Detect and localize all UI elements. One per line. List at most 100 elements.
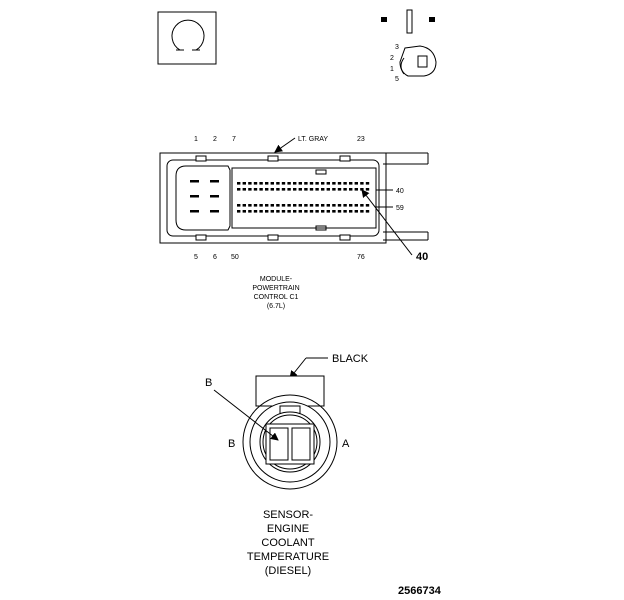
sensor-connector: BLACK B B A SENSOR- ENGINE COOLANT TEMPE… [205,353,369,577]
side-label-59: 59 [396,205,404,212]
pin-cavity [360,210,364,213]
pin-cavity [315,188,319,191]
pin-label-1: 1 [194,136,198,143]
pin-cavity [354,182,358,185]
pin-cavity [309,182,314,185]
pin-cavity [326,182,330,185]
pcm-caption-line-4: (6.7L) [267,303,285,310]
pin-label-7: 7 [232,136,236,143]
lock-number-1: 1 [390,66,394,73]
pin-cavity [337,204,342,207]
pin-cavity [293,182,297,185]
small-cavities [237,182,370,213]
pin-cavity [360,182,364,185]
pin-cavity [332,188,336,191]
pin-cavity [332,204,336,207]
sensor-caption-line-5: (DIESEL) [265,565,311,577]
pin-cavity [354,210,358,213]
pin-label-6: 6 [213,254,217,261]
pin-cavity [248,182,252,185]
pin-cavity [326,188,330,191]
pin-cavity [337,210,342,213]
pin-cavity [242,210,246,213]
pin-cavity [265,204,269,207]
pin-label-2: 2 [213,136,217,143]
pin-cavity [304,182,308,185]
pin-cavity [360,204,364,207]
pin-cavity [304,188,308,191]
pcm-caption-line-3: CONTROL C1 [254,294,299,301]
sensor-caption: SENSOR- ENGINE COOLANT TEMPERATURE (DIES… [247,509,329,577]
pin-cavity [253,204,258,207]
pin-cavity [343,204,347,207]
pin-cavity [242,182,246,185]
pin-cavity [293,188,297,191]
sensor-caption-line-1: SENSOR- [263,509,313,521]
pin-cavity [321,210,325,213]
pin-cavity [315,210,319,213]
pin-cavity [354,188,358,191]
pin-cavity [365,204,370,207]
pin-label-76: 76 [357,254,365,261]
pin-cavity [343,188,347,191]
callout-b: B [205,377,212,389]
callout-40: 40 [416,251,428,263]
pcm-connector: 1 2 7 23 LT. GRAY [159,136,429,310]
large-cavities [190,180,219,213]
pin-cavity [237,210,241,213]
pin-cavity [265,182,269,185]
pin-cavity [242,204,246,207]
cavity-label-b: B [228,438,235,450]
pin-cavity [326,210,330,213]
pin-cavity [281,188,286,191]
pin-cavity [321,204,325,207]
pcm-caption: MODULE- POWERTRAIN CONTROL C1 (6.7L) [252,276,299,310]
pin-cavity [237,182,241,185]
lock-tab-icon: 3 2 1 5 [381,9,437,83]
sensor-caption-line-2: ENGINE [267,523,309,535]
sensor-caption-line-4: TEMPERATURE [247,551,329,563]
pin-cavity [321,182,325,185]
pin-cavity [276,188,280,191]
pin-cavity [365,188,370,191]
lock-number-2: 2 [390,55,394,62]
pin-cavity [287,188,291,191]
pin-cavity [276,182,280,185]
cavity-a [291,427,311,461]
pin-cavity [287,182,291,185]
pin-cavity [287,210,291,213]
pin-cavity [332,210,336,213]
pin-cavity [337,182,342,185]
pin-cavity [365,182,370,185]
figure-number: 2566734 [398,585,442,597]
pin-cavity [321,188,325,191]
connector-reference-icon [157,11,217,65]
pin-cavity [248,210,252,213]
pin-cavity [259,188,263,191]
pin-cavity [276,210,280,213]
pin-cavity [349,210,353,213]
pin-cavity [309,188,314,191]
pin-label-50: 50 [231,254,239,261]
pin-cavity [265,210,269,213]
pin-cavity [253,182,258,185]
pcm-caption-line-2: POWERTRAIN [252,285,299,292]
pin-cavity [270,204,274,207]
pin-cavity [248,188,252,191]
pin-cavity [293,210,297,213]
lock-number-5: 5 [395,76,399,83]
pin-cavity [237,188,241,191]
pin-cavity [259,210,263,213]
pin-cavity [270,210,274,213]
pin-label-23: 23 [357,136,365,143]
pin-cavity [309,204,314,207]
pin-cavity [265,188,269,191]
pin-cavity [343,210,347,213]
pin-cavity [281,182,286,185]
pin-cavity [332,182,336,185]
pin-cavity [281,204,286,207]
pin-cavity [349,204,353,207]
pin-cavity [298,182,302,185]
pin-cavity [309,210,314,213]
